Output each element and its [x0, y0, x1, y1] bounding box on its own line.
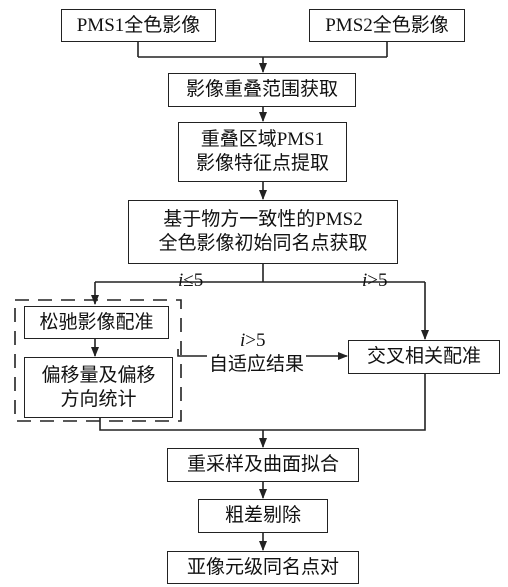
label-branch-left-var: i: [178, 270, 184, 291]
node-feature-extract: 重叠区域PMS1 影像特征点提取: [178, 122, 347, 182]
node-pms2-pan-label: PMS2全色影像: [325, 14, 449, 36]
node-resample-fit: 重采样及曲面拟合: [167, 448, 359, 482]
node-overlap-extract-label: 影像重叠范围获取: [185, 79, 338, 100]
node-cross-correlation-label: 交叉相关配准: [366, 346, 481, 367]
node-pms1-pan: PMS1全色影像: [61, 9, 216, 42]
node-feature-extract-line1: 重叠区域PMS1: [200, 129, 325, 150]
label-adaptive-op: >: [245, 330, 256, 351]
node-gross-error: 粗差剔除: [198, 499, 328, 533]
label-branch-right-num: 5: [378, 270, 388, 291]
label-branch-right: i>5: [362, 270, 388, 292]
label-branch-left-op: ≤: [183, 270, 194, 291]
node-loose-registration-label: 松驰影像配准: [39, 311, 154, 333]
label-adaptive-var: i: [240, 330, 246, 351]
node-initial-match-line2: 全色影像初始同名点获取: [158, 233, 368, 254]
node-pms1-pan-label: PMS1全色影像: [76, 14, 201, 36]
label-adaptive-num: 5: [256, 330, 266, 351]
node-loose-registration: 松驰影像配准: [24, 306, 169, 339]
node-cross-correlation: 交叉相关配准: [348, 340, 500, 374]
node-offset-stats-line2: 方向统计: [60, 388, 137, 410]
label-branch-right-var: i: [362, 270, 368, 291]
node-subpixel-pairs: 亚像元级同名点对: [167, 551, 359, 584]
node-gross-error-label: 粗差剔除: [224, 505, 301, 526]
node-offset-stats: 偏移量及偏移 方向统计: [24, 357, 173, 418]
label-branch-left-num: 5: [193, 270, 204, 291]
node-overlap-extract: 影像重叠范围获取: [168, 73, 356, 107]
label-branch-left: i≤5: [178, 270, 203, 292]
connector-left-merge: [99, 418, 263, 431]
adaptive-group-outline: [14, 299, 182, 422]
label-branch-right-op: >: [367, 270, 378, 291]
node-initial-match: 基于物方一致性的PMS2 全色影像初始同名点获取: [128, 200, 398, 264]
node-pms2-pan: PMS2全色影像: [309, 9, 465, 42]
node-subpixel-pairs-label: 亚像元级同名点对: [186, 556, 339, 578]
node-offset-stats-line1: 偏移量及偏移: [41, 364, 156, 386]
node-resample-fit-label: 重采样及曲面拟合: [186, 454, 339, 475]
connector-right-merge: [263, 373, 426, 431]
node-initial-match-line1: 基于物方一致性的PMS2: [163, 209, 363, 230]
node-feature-extract-line2: 影像特征点提取: [195, 153, 329, 174]
label-adaptive-result: 自适应结果: [207, 354, 307, 376]
label-adaptive-condition: i>5: [240, 330, 266, 352]
